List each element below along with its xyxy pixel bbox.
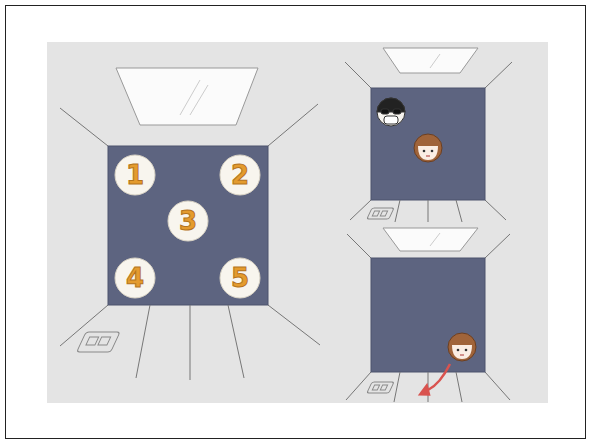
panel-button [380,385,387,390]
move-arrow [428,364,450,390]
light-glint [430,233,440,246]
masked-man-face [377,98,405,126]
face [418,146,438,160]
mouth [426,156,430,157]
position-circle: 4 [114,257,156,299]
circle-fill [115,258,155,298]
circle-fill [220,258,260,298]
position-number: 4 [126,265,144,291]
circle-fill [168,201,208,241]
control-panel [77,332,120,352]
panel-button [372,211,379,216]
floor [371,258,485,372]
door-line [456,372,462,402]
door-line [395,200,400,222]
panel-button [372,385,379,390]
light-glint [430,54,440,68]
panel [47,42,548,403]
wall-edge [347,234,371,258]
hair [414,134,442,162]
wall-edge [346,372,371,400]
door-line [136,305,150,378]
sunglasses [381,109,389,114]
face [377,98,405,126]
ceiling-light [383,228,478,251]
wall-edge [485,62,512,88]
light-glint [190,85,208,115]
control-panel [367,382,394,393]
panel-plate [367,208,394,219]
panel-plate [77,332,120,352]
wall-edge [268,104,318,146]
eye [457,349,460,352]
eye [465,349,468,352]
door-line [394,372,400,402]
wall-edge [485,372,510,400]
panel-button [380,211,387,216]
hair [448,333,476,361]
ceiling-light [383,48,478,73]
position-circle: 5 [219,257,261,299]
door-line [228,305,244,378]
light-glint [180,80,200,115]
position-circle: 1 [114,154,156,196]
floor [108,146,268,305]
door-line [456,200,462,222]
girl-face [414,134,442,162]
frame [6,6,586,439]
position-number: 1 [126,162,144,188]
position-number: 5 [231,265,249,291]
ceiling-light [116,68,258,125]
panel-plate [367,382,394,393]
wall-edge [268,305,320,345]
wall-edge [485,234,510,258]
door-line [428,200,429,222]
face [452,345,472,359]
circle-fill [115,155,155,195]
eye [423,150,426,153]
position-number: 2 [231,162,249,188]
circle-fill [220,155,260,195]
sunglasses [393,109,401,114]
girl-face [448,333,476,361]
panel-button [86,337,99,345]
arrow-head [417,383,436,402]
eye [431,150,434,153]
position-circle: 3 [167,200,209,242]
elevator-small-top [345,48,512,222]
control-panel [367,208,394,219]
mask [384,116,398,124]
wall-edge [60,108,108,146]
panel-button [98,337,111,345]
elevator-large [60,68,320,380]
wall-edge [485,200,506,220]
elevator-small-bottom [346,228,510,402]
floor [371,88,485,200]
position-number: 3 [179,208,197,234]
wall-edge [345,62,371,88]
door-line [190,305,191,380]
position-circle: 2 [219,154,261,196]
mouth [460,355,464,356]
